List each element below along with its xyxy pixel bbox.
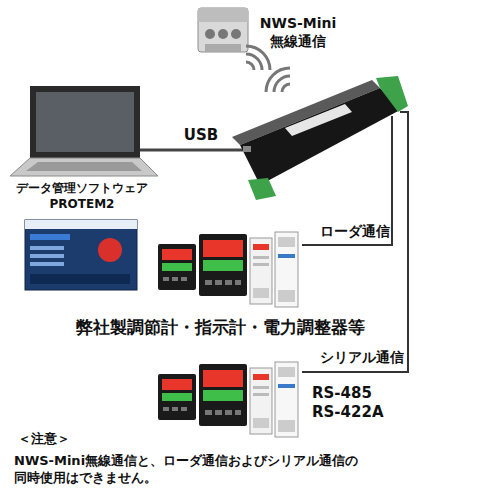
laptop-part: [36, 92, 134, 152]
link-label: ローダ通信: [296, 222, 390, 240]
controller-group-part: [158, 232, 298, 307]
software-screenshot-part: [30, 274, 130, 284]
software-screenshot-part: [25, 220, 137, 229]
wireless-waves-part: [246, 62, 254, 70]
controller-group-part: [158, 362, 298, 437]
wireless-waves-part: [266, 68, 290, 92]
converter-part: [376, 76, 408, 112]
nws-mini-device-part: [231, 29, 241, 39]
laptop-part: [30, 86, 140, 158]
converter-part: [240, 88, 400, 185]
software-screenshot-part: [30, 262, 64, 266]
laptop: [10, 86, 158, 176]
software-screenshot-part: [25, 220, 137, 290]
link-label: シリアル通信: [300, 348, 404, 366]
wireless-waves-part: [274, 76, 290, 92]
nws-mini-device-part: [198, 8, 248, 22]
wireless-waves-part: [246, 46, 270, 70]
nws-mini-device-part: [205, 44, 241, 52]
converter-part: [248, 178, 276, 200]
software-label: データ管理ソフトウェア PROTEM2: [0, 180, 164, 212]
laptop-part: [10, 158, 158, 176]
note-heading: ＜注意＞: [18, 430, 138, 447]
software-screenshot-part: [30, 246, 64, 250]
converter-part: [243, 146, 251, 152]
software-screenshot-part: [30, 234, 70, 240]
device-caption: 弊社製調節計・指示計・電力調整器等: [60, 316, 380, 338]
usb-cable: [140, 149, 246, 152]
nws-mini-device: [198, 8, 248, 52]
wireless-waves-part: [282, 84, 290, 92]
interface-label: RS-485 RS-422A: [312, 384, 398, 422]
note-text: NWS-Mini無線通信と、ローダ通信およびシリアル通信の 同時使用はできません…: [14, 452, 474, 486]
controller-group: [158, 362, 298, 437]
controller-group: [158, 232, 298, 307]
wireless-waves: [246, 46, 290, 92]
converter: [232, 76, 408, 200]
converter-part: [285, 104, 352, 136]
software-screenshot: [25, 220, 137, 290]
wireless-waves-part: [246, 54, 262, 70]
software-screenshot-part: [98, 238, 122, 262]
device-label: NWS-Mini 無線通信: [252, 14, 344, 50]
nws-mini-device-part: [205, 29, 215, 39]
software-screenshot-part: [30, 254, 64, 258]
link-label: USB: [176, 126, 226, 144]
laptop-part: [26, 162, 142, 171]
nws-mini-device-part: [218, 29, 228, 39]
nws-mini-device-part: [198, 8, 248, 52]
